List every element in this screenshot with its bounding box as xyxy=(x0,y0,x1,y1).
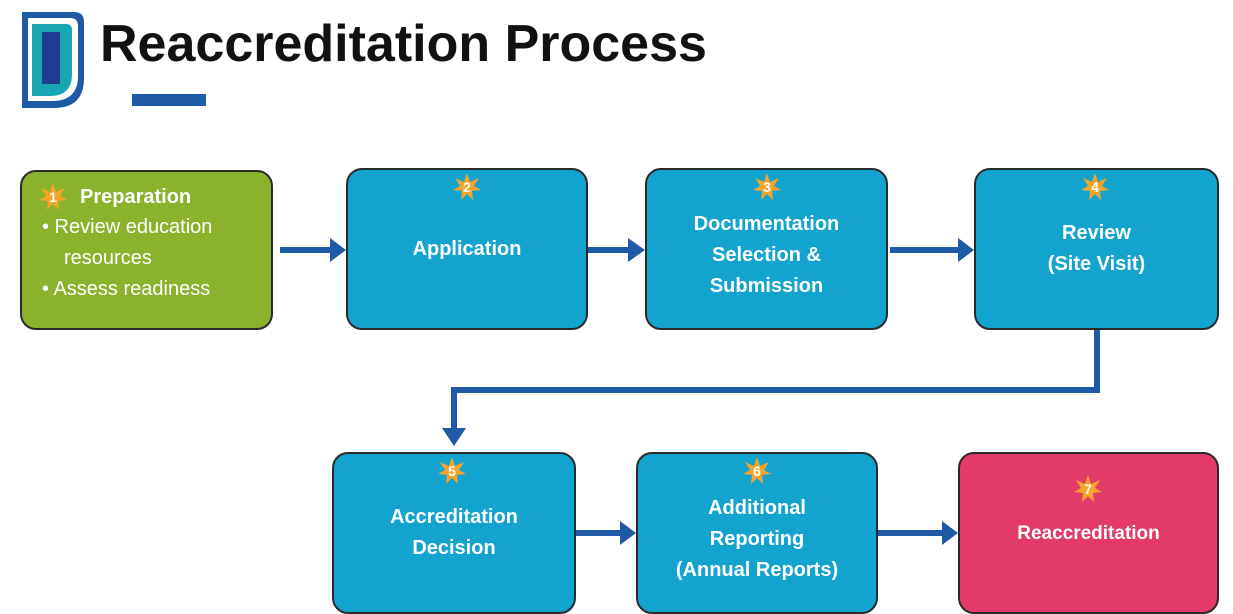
arrow-4-to-5 xyxy=(451,330,1100,432)
step-label: Decision xyxy=(412,537,496,559)
step-label: Application xyxy=(412,237,522,260)
step-number-badge: 5 xyxy=(437,456,467,486)
step-title: Preparation xyxy=(80,185,192,208)
step-label: Submission xyxy=(709,274,824,297)
step-label: Documentation xyxy=(693,212,840,235)
step-accreditation-decision: Accreditation Decision xyxy=(332,452,576,614)
step-number-badge: 2 xyxy=(452,172,482,202)
step-label: Additional xyxy=(708,496,806,519)
bullet-item: • Review education xyxy=(42,216,213,238)
arrowhead-5-to-6 xyxy=(620,521,636,545)
step-label: Accreditation xyxy=(390,506,518,528)
arrowhead-1-to-2 xyxy=(330,238,346,262)
step-number-badge: 6 xyxy=(742,456,772,486)
step-label: Reporting xyxy=(709,527,805,550)
step-application: Application xyxy=(346,168,588,330)
arrowhead-4-to-5 xyxy=(442,428,466,446)
title-underline xyxy=(132,94,206,106)
bullet-item: • Assess readiness xyxy=(42,278,211,300)
step-label: Review xyxy=(1062,222,1131,244)
step-label: Selection & xyxy=(712,243,821,266)
arrowhead-3-to-4 xyxy=(958,238,974,262)
step-preparation: 1 Preparation • Review education resourc… xyxy=(20,170,273,330)
step-label: (Annual Reports) xyxy=(675,558,839,581)
bullet-item-continued: resources xyxy=(64,247,152,269)
arrowhead-2-to-3 xyxy=(628,238,645,262)
step-number-badge: 3 xyxy=(752,172,782,202)
step-additional-reporting: Additional Reporting (Annual Reports) xyxy=(636,452,878,614)
step-label: Reaccreditation xyxy=(1017,522,1160,544)
step-number-badge: 7 xyxy=(1073,474,1103,504)
page-title: Reaccreditation Process xyxy=(100,15,707,73)
arrowhead-6-to-7 xyxy=(942,521,958,545)
step-number-badge: 1 xyxy=(38,182,68,212)
step-number-badge: 4 xyxy=(1080,172,1110,202)
step-label: (Site Visit) xyxy=(1047,253,1146,275)
logo xyxy=(22,12,84,108)
step-documentation: Documentation Selection & Submission xyxy=(645,168,888,330)
